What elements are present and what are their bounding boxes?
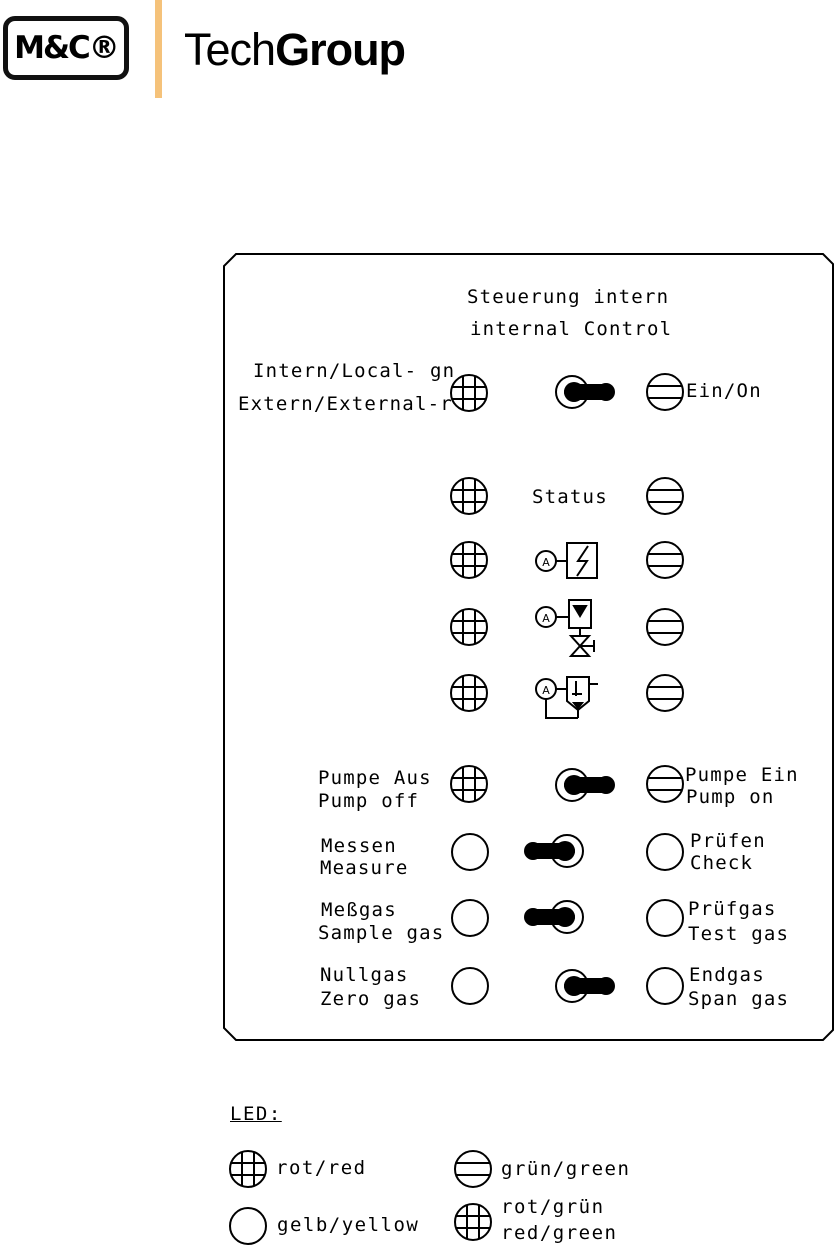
led-red-heater xyxy=(450,541,488,579)
legend-red-green-label-en: red/green xyxy=(501,1222,618,1244)
toggle-switch-sample[interactable] xyxy=(524,900,584,934)
heater-symbol-label: A xyxy=(542,556,550,569)
brand-light: Tech xyxy=(184,24,276,75)
led-red-green-control xyxy=(450,374,488,412)
led-red-condensate xyxy=(450,674,488,712)
brand-name: TechGroup xyxy=(184,24,406,76)
led-green-condensate xyxy=(646,674,684,712)
sample-gas-label-de: Meßgas xyxy=(321,899,397,921)
measure-label-de: Messen xyxy=(321,835,397,857)
condensate-alarm-symbol xyxy=(535,676,598,719)
legend-red-green-label-de: rot/grün xyxy=(501,1196,605,1218)
pump-off-label-de: Pumpe Aus xyxy=(318,767,432,789)
control-label-external: Extern/External-r xyxy=(238,393,453,415)
flow-symbol-label: A xyxy=(542,612,550,625)
panel-title-en: internal Control xyxy=(470,318,673,340)
panel-title-de: Steuerung intern xyxy=(467,286,670,308)
heater-alarm-symbol xyxy=(535,542,598,579)
mc-logo: M&C® xyxy=(3,16,129,80)
status-label: Status xyxy=(532,486,608,508)
led-yellow-check xyxy=(646,833,684,871)
led-red-pump xyxy=(450,765,488,803)
led-yellow-test xyxy=(646,899,684,937)
led-yellow-zero xyxy=(451,967,489,1005)
pump-on-label-de: Pumpe Ein xyxy=(685,764,799,786)
led-green-heater xyxy=(646,541,684,579)
legend-red-label: rot/red xyxy=(276,1157,367,1179)
legend-title: LED: xyxy=(230,1103,282,1125)
pump-off-label-en: Pump off xyxy=(318,790,420,812)
control-label-on: Ein/On xyxy=(686,380,762,402)
legend-led-yellow xyxy=(229,1207,267,1245)
led-green-status xyxy=(646,477,684,515)
measure-label-en: Measure xyxy=(320,857,409,879)
pump-on-label-en: Pump on xyxy=(686,786,775,808)
led-green-control xyxy=(646,373,684,411)
legend-led-red-green xyxy=(454,1203,492,1241)
zero-gas-label-de: Nullgas xyxy=(320,964,409,986)
span-gas-label-en: Span gas xyxy=(688,988,790,1010)
test-gas-label-de: Prüfgas xyxy=(688,898,777,920)
led-red-status xyxy=(450,477,488,515)
led-green-pump xyxy=(646,765,684,803)
check-label-en: Check xyxy=(690,852,754,874)
zero-gas-label-en: Zero gas xyxy=(320,988,422,1010)
led-yellow-measure xyxy=(451,833,489,871)
led-yellow-span xyxy=(646,967,684,1005)
toggle-switch-measure[interactable] xyxy=(524,834,584,868)
brand-bold: Group xyxy=(275,24,406,75)
check-label-de: Prüfen xyxy=(690,830,766,852)
legend-yellow-label: gelb/yellow xyxy=(277,1214,420,1236)
sample-gas-label-en: Sample gas xyxy=(318,922,445,944)
panel-outline xyxy=(223,253,834,1041)
span-gas-label-de: Endgas xyxy=(689,964,765,986)
toggle-switch-control[interactable] xyxy=(555,375,615,409)
legend-led-green xyxy=(454,1150,492,1188)
logo-text: M&C® xyxy=(14,30,120,66)
logo-divider xyxy=(155,0,162,98)
condensate-symbol-label: A xyxy=(542,684,550,697)
legend-led-red xyxy=(229,1150,267,1188)
led-green-flow xyxy=(646,608,684,646)
control-label-local: Intern/Local- gn xyxy=(253,360,456,382)
led-yellow-sample xyxy=(451,899,489,937)
flow-alarm-symbol xyxy=(535,599,595,657)
led-red-flow xyxy=(450,608,488,646)
test-gas-label-en: Test gas xyxy=(688,923,790,945)
legend-green-label: grün/green xyxy=(501,1158,631,1180)
toggle-switch-pump[interactable] xyxy=(555,768,615,802)
toggle-switch-zero[interactable] xyxy=(555,969,615,1003)
